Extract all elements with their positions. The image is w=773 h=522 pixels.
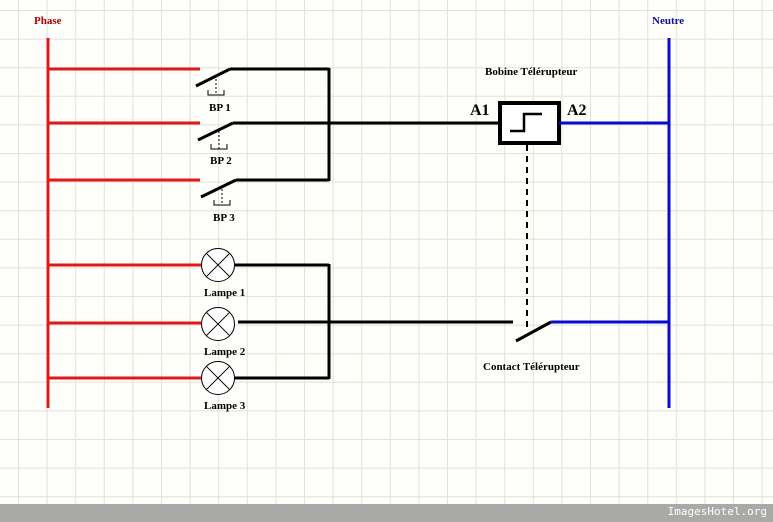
coil-symbol <box>498 101 561 145</box>
contact-label: Contact Télérupteur <box>483 361 580 373</box>
coil-terminal-a2: A2 <box>567 102 587 119</box>
push-button-1-symbol <box>195 67 231 96</box>
lamp-3-symbol <box>201 361 235 395</box>
lamp2-label: Lampe 2 <box>204 346 246 358</box>
lamp-2-symbol <box>201 307 235 341</box>
bp3-label: BP 3 <box>213 212 235 224</box>
push-button-3-symbol <box>200 178 237 206</box>
watermark-text: ImagesHotel.org <box>667 505 767 518</box>
watermark-bar: ImagesHotel.org <box>0 504 773 522</box>
coil-terminal-a1: A1 <box>470 102 490 119</box>
neutral-label: Neutre <box>652 15 684 27</box>
push-button-2-symbol <box>197 121 234 150</box>
coil-title: Bobine Télérupteur <box>485 66 578 78</box>
bp2-label: BP 2 <box>210 155 232 167</box>
lamp-1-symbol <box>201 248 235 282</box>
bp1-label: BP 1 <box>209 102 231 114</box>
phase-label: Phase <box>34 15 62 27</box>
lamp3-label: Lampe 3 <box>204 400 246 412</box>
lamp1-label: Lampe 1 <box>204 287 245 299</box>
contact-symbol <box>515 320 552 343</box>
